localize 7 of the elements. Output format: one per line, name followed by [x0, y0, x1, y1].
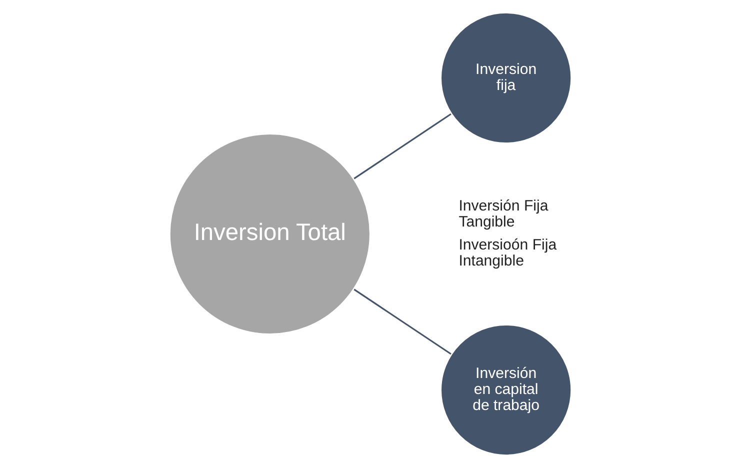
- node-circle: Inversion Total: [168, 132, 372, 336]
- node-label: Inversioón Fija Intangible: [458, 236, 556, 270]
- node-circle: Inversión en capital de trabajo: [438, 323, 572, 457]
- node-label: Inversión Fija Tangible: [458, 198, 548, 231]
- connector: [353, 113, 451, 180]
- connector: [353, 288, 451, 355]
- node-circle: Inversion fija: [438, 11, 572, 145]
